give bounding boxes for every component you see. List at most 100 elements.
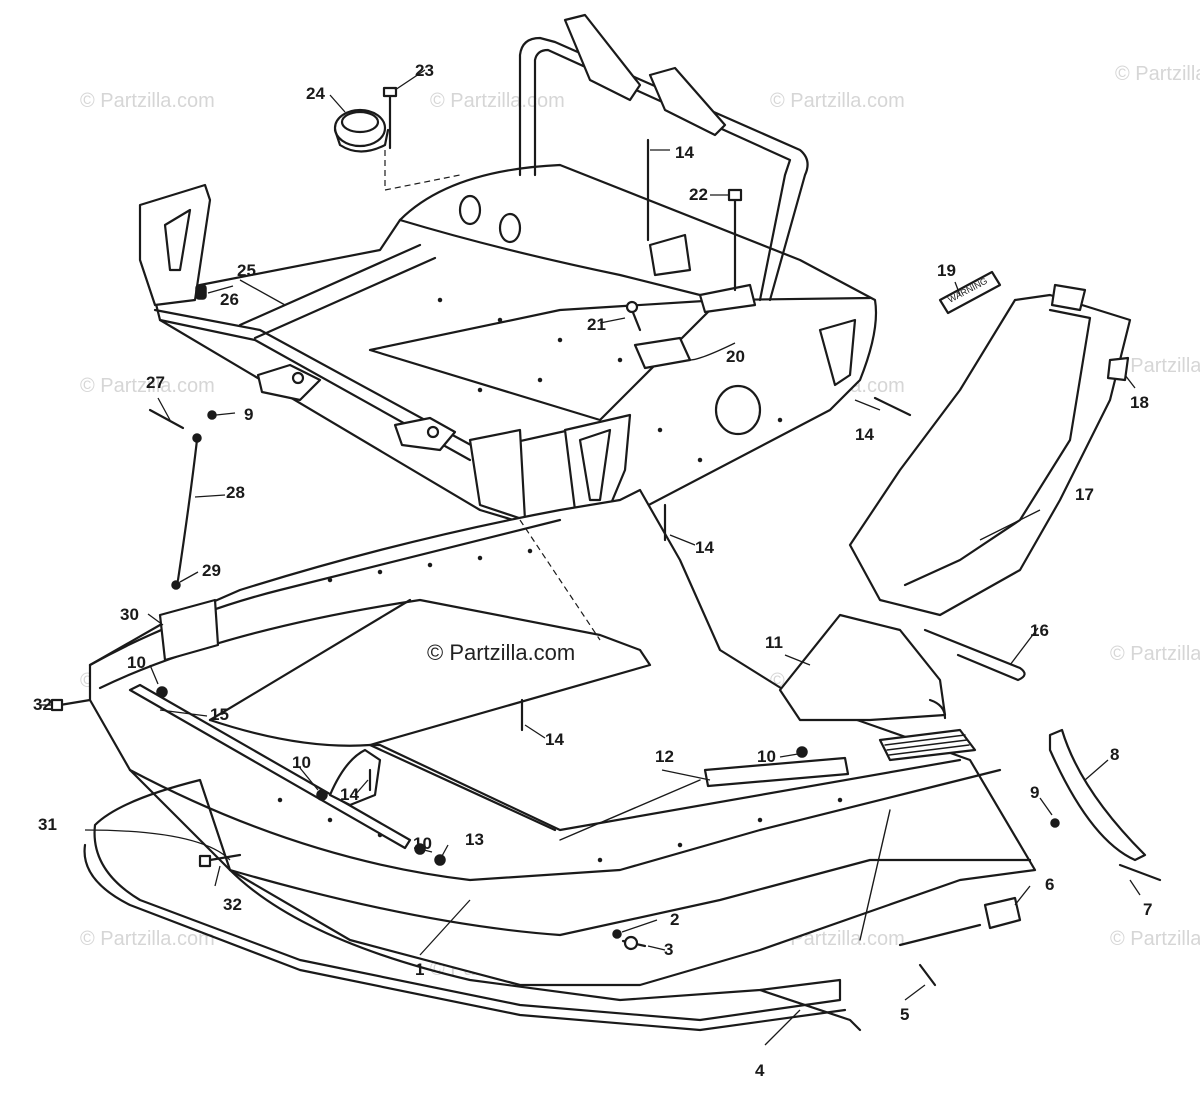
callout-9: 9 xyxy=(1030,783,1039,802)
deck-boss xyxy=(458,194,482,226)
grab-bar-bracket xyxy=(648,66,727,137)
callout-10: 10 xyxy=(757,747,776,766)
callout-11: 11 xyxy=(765,633,783,652)
callout-17: 17 xyxy=(1075,485,1094,504)
callout-13: 13 xyxy=(465,830,484,849)
part-6-clip xyxy=(983,896,1022,930)
callout-26: 26 xyxy=(220,290,239,309)
part-17-side-cover xyxy=(848,283,1132,617)
callout-28: 28 xyxy=(226,483,245,502)
frame-panel xyxy=(648,233,692,277)
part-30-hinge xyxy=(158,598,220,662)
hull-chine xyxy=(228,858,1032,937)
watermark: © Partzilla.com xyxy=(430,90,565,112)
watermark-center: © Partzilla.com xyxy=(427,640,575,665)
watermark: © Partzilla.com xyxy=(1110,355,1200,377)
callout-15: 15 xyxy=(210,705,229,724)
callout-19: 19 xyxy=(937,261,956,280)
callout-3: 3 xyxy=(664,940,673,959)
part-11-heat-shield xyxy=(778,613,947,722)
grab-bar-bracket xyxy=(563,13,642,102)
callout-27: 27 xyxy=(146,373,165,392)
side-cover-panel xyxy=(848,293,1132,617)
part-12-bracket xyxy=(703,756,850,788)
callout-32: 32 xyxy=(33,695,52,714)
callout-10: 10 xyxy=(413,834,432,853)
callout-24: 24 xyxy=(306,84,325,103)
callout-14: 14 xyxy=(675,143,694,162)
upper-frame-assembly xyxy=(138,13,878,542)
part-18-clip xyxy=(1106,356,1130,382)
callout-10: 10 xyxy=(292,753,311,772)
callout-labels: 1 2 3 4 5 6 7 8 9 9 10 10 10 10 11 12 13… xyxy=(33,61,1152,1080)
watermark: © Partzilla.com xyxy=(1115,63,1200,85)
frame-tab xyxy=(256,363,322,402)
hull-rivets xyxy=(277,548,843,863)
hull-cockpit-wall xyxy=(208,718,372,747)
hull-leader xyxy=(519,519,601,641)
part-26-grommet xyxy=(195,284,207,300)
hull-rim xyxy=(88,518,562,667)
callout-14: 14 xyxy=(340,785,359,804)
watermark: © Partzilla.com xyxy=(80,375,215,397)
watermark: © Partzilla.com xyxy=(80,928,215,950)
hull-rim xyxy=(98,598,962,832)
callout-2: 2 xyxy=(670,910,679,929)
frame-tab-hole xyxy=(291,371,305,385)
bumper-outer xyxy=(93,778,842,1022)
callout-12: 12 xyxy=(655,747,674,766)
callout-7: 7 xyxy=(1143,900,1152,919)
leader-lines xyxy=(40,69,1141,1046)
heat-shield xyxy=(778,613,947,722)
frame-tab-hole xyxy=(426,425,440,439)
callout-16: 16 xyxy=(1030,621,1049,640)
callout-10: 10 xyxy=(127,653,146,672)
callout-4: 4 xyxy=(755,1061,765,1080)
watermark: © Partzilla.com xyxy=(770,90,905,112)
callout-23: 23 xyxy=(415,61,434,80)
seat-frame-deck xyxy=(398,218,872,302)
left-bracket-cutout xyxy=(163,208,192,272)
callout-32: 32 xyxy=(223,895,242,914)
lower-rail-edge xyxy=(158,318,472,462)
callout-29: 29 xyxy=(202,561,221,580)
callout-30: 30 xyxy=(120,605,139,624)
callout-1: 1 xyxy=(415,960,424,979)
callout-9: 9 xyxy=(244,405,253,424)
hull-bottom-edge xyxy=(128,768,1002,882)
left-mount-bracket xyxy=(138,183,212,307)
watermark: © Partzilla.com xyxy=(1110,643,1200,665)
callout-14: 14 xyxy=(545,730,564,749)
bumper-inner xyxy=(83,843,847,1032)
frame-tab xyxy=(393,416,457,452)
bumper-rail xyxy=(83,778,982,1032)
callout-8: 8 xyxy=(1110,745,1119,764)
part-24-gauge xyxy=(333,108,390,153)
fasteners xyxy=(50,86,1162,987)
lower-rail xyxy=(153,308,572,452)
callout-18: 18 xyxy=(1130,393,1149,412)
grab-bar xyxy=(518,36,809,302)
hull-body xyxy=(88,488,1037,987)
callout-14: 14 xyxy=(695,538,714,557)
part-15-trim-strip xyxy=(128,683,412,850)
side-cover-fold xyxy=(903,308,1092,587)
part-8-skid-plate xyxy=(1048,728,1147,862)
watermark: © Partzilla.com xyxy=(1110,928,1200,950)
rivet-dots xyxy=(437,297,783,463)
front-gusset-cutout xyxy=(578,428,612,502)
callout-31: 31 xyxy=(38,815,57,834)
decal-22-plate xyxy=(698,283,757,314)
side-cutout xyxy=(818,318,857,387)
side-cover-tab xyxy=(1050,283,1087,312)
part-14-access-cover xyxy=(328,748,382,807)
crossbar-tube xyxy=(238,243,437,340)
callout-20: 20 xyxy=(726,347,745,366)
watermark: © Partzilla.com xyxy=(80,90,215,112)
deck-boss xyxy=(498,212,522,244)
runner-rail xyxy=(758,923,982,1032)
part-28-cable xyxy=(171,433,202,590)
heat-shield-tab xyxy=(928,698,947,720)
part-16-hairpin xyxy=(923,628,1026,682)
